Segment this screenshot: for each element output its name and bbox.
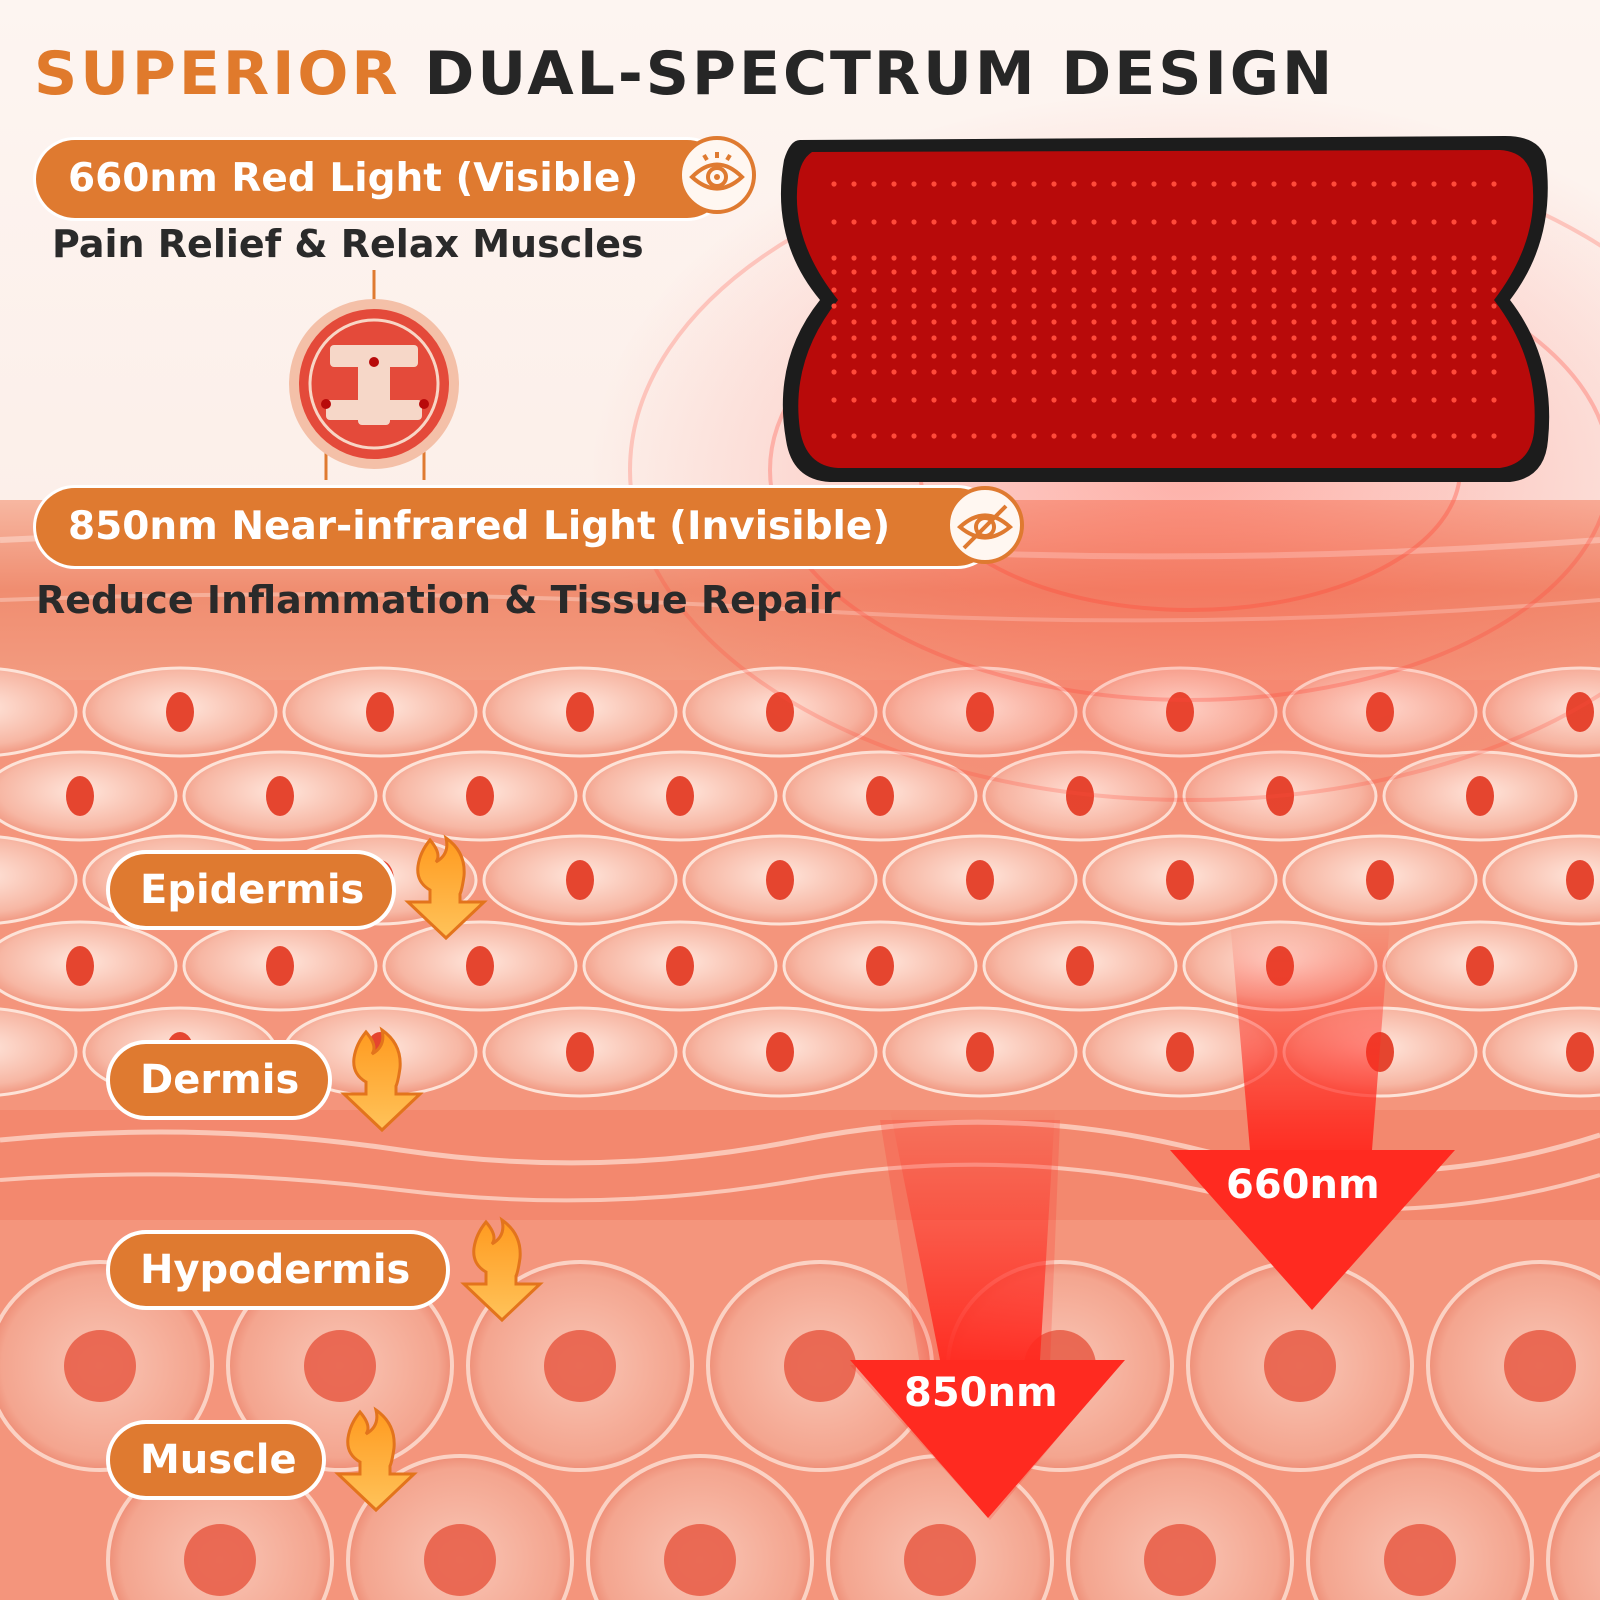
red-light-label: 660nm Red Light (Visible) <box>68 156 639 201</box>
layer-muscle-label: Muscle <box>140 1437 297 1483</box>
red-light-therapy-pad <box>780 136 1550 482</box>
title-accent: SUPERIOR <box>34 39 401 109</box>
wavelength-660nm-label: 660nm <box>1226 1162 1380 1208</box>
red-light-benefit: Pain Relief & Relax Muscles <box>52 222 644 266</box>
red-light-pill: 660nm Red Light (Visible) <box>36 140 726 218</box>
layer-epidermis-label: Epidermis <box>140 867 365 913</box>
eye-icon <box>678 136 756 214</box>
layer-dermis: Dermis <box>106 1040 332 1120</box>
title-rest: DUAL-SPECTRUM DESIGN <box>424 39 1336 109</box>
flame-arrow-icon <box>400 832 492 942</box>
nir-light-benefit: Reduce Inflammation & Tissue Repair <box>36 578 841 622</box>
wavelength-850nm-label: 850nm <box>904 1370 1058 1416</box>
led-chip-icon <box>289 299 459 469</box>
flame-arrow-icon <box>336 1024 428 1134</box>
layer-hypodermis: Hypodermis <box>106 1230 450 1310</box>
layer-dermis-label: Dermis <box>140 1057 300 1103</box>
nir-light-label: 850nm Near-infrared Light (Invisible) <box>68 504 891 549</box>
beam-850nm <box>850 1110 1125 1518</box>
layer-epidermis: Epidermis <box>106 850 396 930</box>
flame-arrow-icon <box>456 1214 548 1324</box>
flame-arrow-icon <box>330 1404 422 1514</box>
page-title: SUPERIOR DUAL-SPECTRUM DESIGN <box>34 32 1335 116</box>
layer-hypodermis-label: Hypodermis <box>140 1247 411 1293</box>
eye-off-icon <box>946 486 1024 564</box>
layer-muscle: Muscle <box>106 1420 326 1500</box>
nir-light-pill: 850nm Near-infrared Light (Invisible) <box>36 488 996 566</box>
beam-660nm <box>1170 920 1455 1310</box>
